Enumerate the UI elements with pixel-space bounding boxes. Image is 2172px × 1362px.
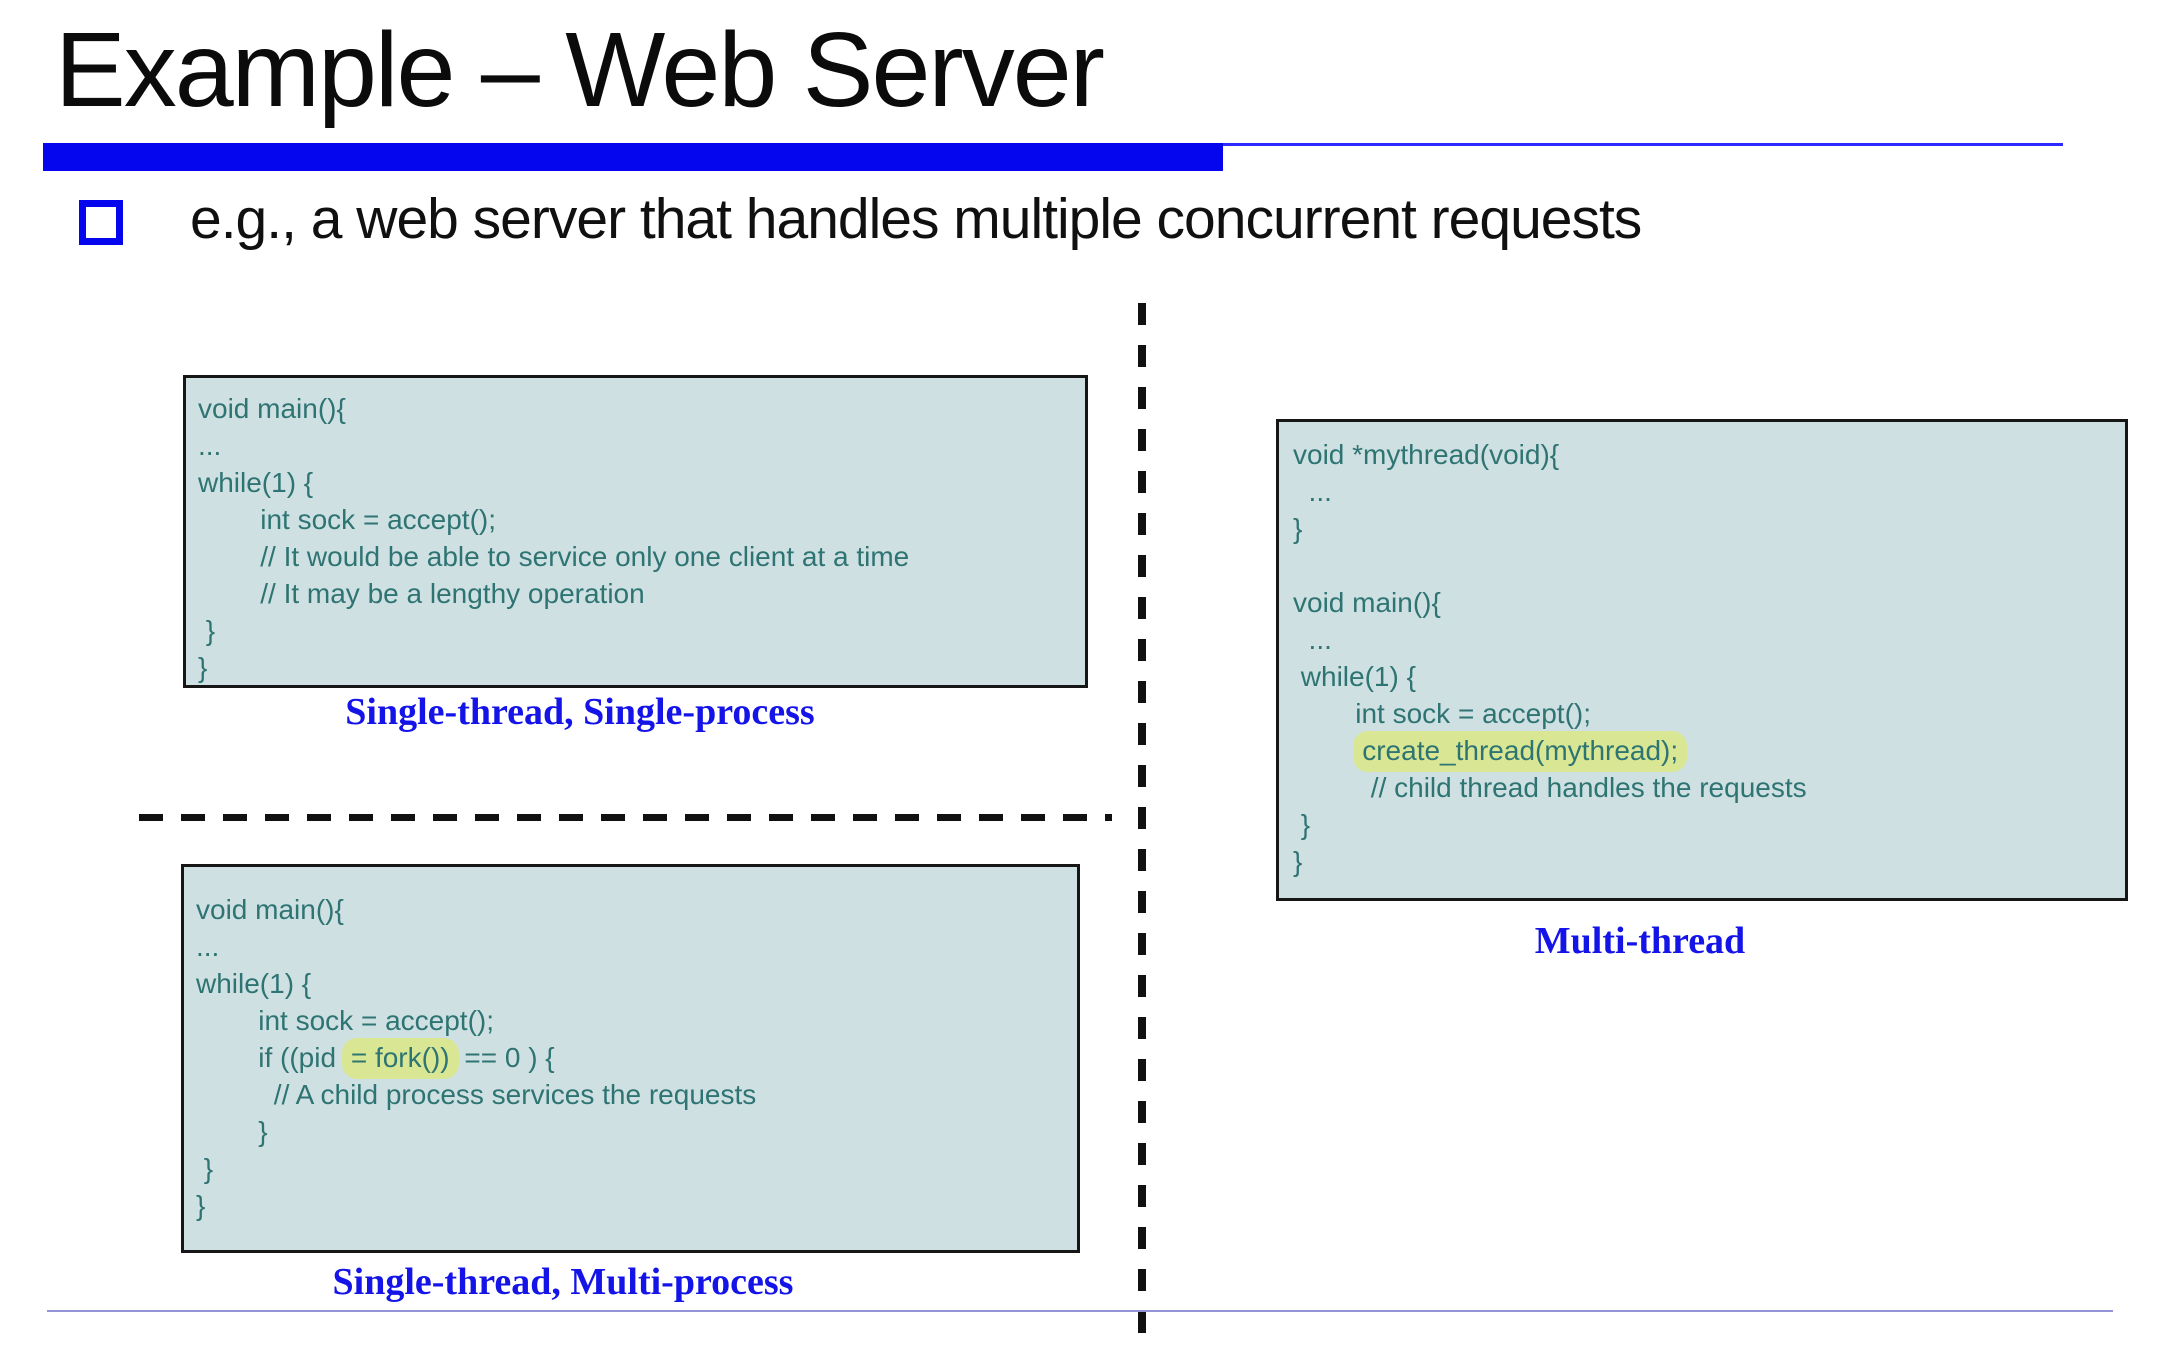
code-line: } bbox=[1293, 513, 1303, 544]
code-line: void *mythread(void){ bbox=[1293, 439, 1560, 470]
code-line: while(1) { bbox=[1293, 661, 1416, 692]
code-line: int sock = accept(); bbox=[1293, 698, 1591, 729]
code-line bbox=[1293, 547, 2125, 584]
vertical-dashed-divider bbox=[1138, 303, 1146, 1353]
code-line: create_thread(mythread); bbox=[1293, 731, 2125, 772]
code-line: void main(){ bbox=[1293, 587, 1441, 618]
highlighted-code: create_thread(mythread); bbox=[1353, 731, 1688, 772]
bullet-square-icon bbox=[79, 200, 123, 245]
code-line: } bbox=[196, 1116, 268, 1147]
code-line: ... bbox=[1293, 476, 1332, 507]
code-line: ... bbox=[198, 430, 222, 461]
bottom-thin-rule bbox=[47, 1310, 2113, 1312]
code-line: } bbox=[196, 1190, 206, 1221]
code-line: // child thread handles the requests bbox=[1293, 772, 1807, 803]
code-block-multi-thread: void *mythread(void){ ...} void main(){ … bbox=[1276, 419, 2128, 901]
code-line: ... bbox=[1293, 624, 1332, 655]
code-block-single-thread-multi-process: void main(){... while(1) { int sock = acc… bbox=[181, 864, 1080, 1253]
code-line: int sock = accept(); bbox=[198, 504, 496, 535]
code-line: } bbox=[196, 1153, 214, 1184]
code-line: while(1) { bbox=[196, 968, 312, 999]
highlighted-code: = fork()) bbox=[341, 1038, 459, 1079]
code-line: // A child process services the requests bbox=[196, 1079, 757, 1110]
code-line: ... bbox=[196, 931, 220, 962]
code-line: } bbox=[198, 652, 208, 683]
code-line: } bbox=[1293, 846, 1303, 877]
code-line: while(1) { bbox=[198, 467, 314, 498]
code-line: } bbox=[1293, 809, 1311, 840]
code-line: int sock = accept(); bbox=[196, 1005, 494, 1036]
code-line: } bbox=[198, 615, 216, 646]
code-line: if ((pid = fork()) == 0 ) { bbox=[196, 1038, 1077, 1079]
label-multi-thread: Multi-thread bbox=[1534, 920, 1746, 962]
code-line: void main(){ bbox=[198, 393, 346, 424]
code-line: void main(){ bbox=[196, 894, 344, 925]
bullet-text: e.g., a web server that handles multiple… bbox=[190, 187, 1642, 251]
title-thin-rule bbox=[1223, 143, 2063, 146]
title-accent-bar bbox=[43, 143, 1223, 171]
horizontal-dashed-divider bbox=[139, 814, 1112, 821]
code-block-single-thread-single-process: void main(){... while(1) { int sock = acc… bbox=[183, 375, 1088, 688]
code-line: // It may be a lengthy operation bbox=[198, 578, 645, 609]
code-line: // It would be able to service only one … bbox=[198, 541, 910, 572]
label-single-thread-single-process: Single-thread, Single-process bbox=[345, 691, 815, 733]
page-title: Example – Web Server bbox=[55, 11, 1105, 129]
label-single-thread-multi-process: Single-thread, Multi-process bbox=[332, 1261, 794, 1303]
